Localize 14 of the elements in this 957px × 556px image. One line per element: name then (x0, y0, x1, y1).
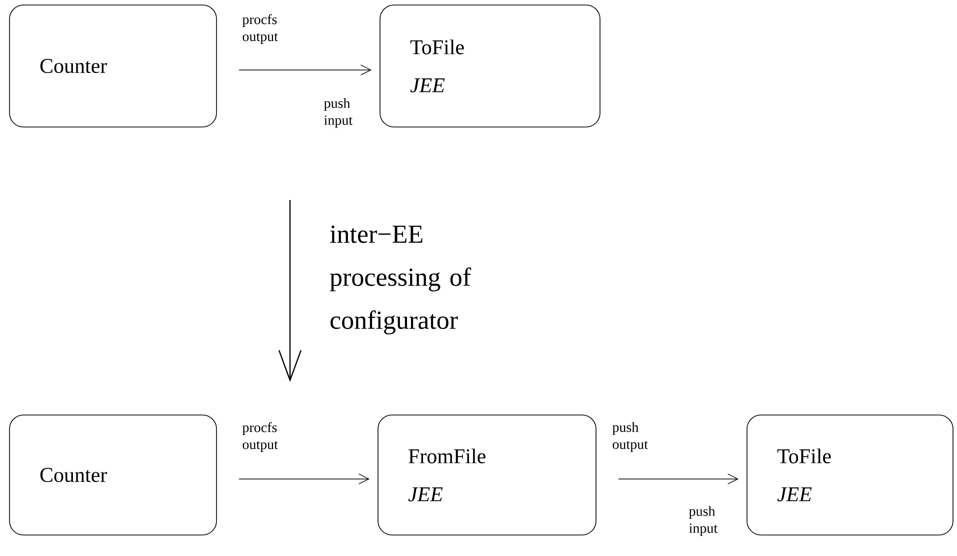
port-label: push input (689, 506, 718, 536)
arrow (238, 474, 370, 484)
port-label: procfs output (242, 14, 278, 44)
port-label: push input (324, 98, 352, 128)
port-label: push output (612, 422, 648, 452)
arrow (618, 474, 739, 484)
process-box: Counter (9, 414, 217, 536)
arrow (238, 64, 372, 76)
process-box: Counter (9, 4, 217, 128)
port-label: procfs output (242, 422, 278, 452)
note: inter−EE processing of configurator (330, 226, 472, 334)
process-box: ToFile JEE (746, 414, 954, 536)
process-box: FromFile JEE (378, 414, 596, 536)
process-box: ToFile JEE (380, 4, 600, 128)
